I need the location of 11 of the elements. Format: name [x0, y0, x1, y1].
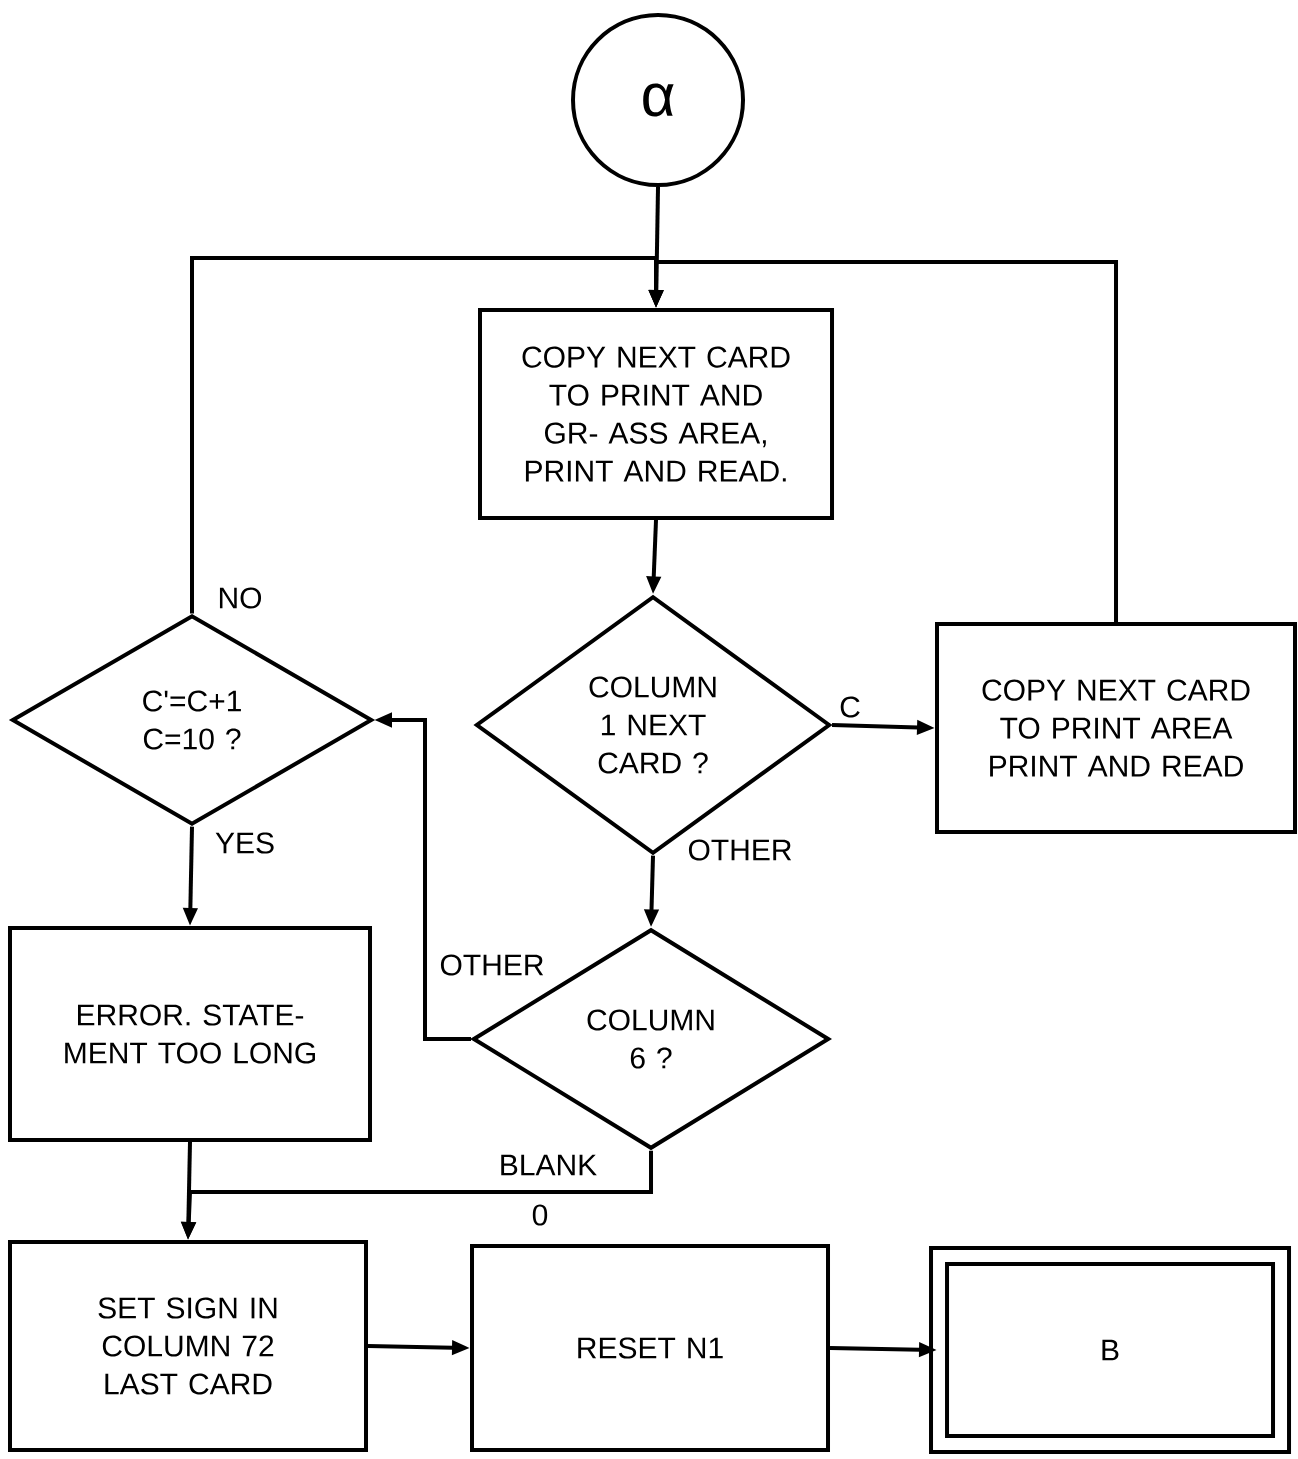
- edge-label: NO: [219, 587, 262, 609]
- edge-label: YES: [215, 832, 274, 854]
- process-box: COPY NEXT CARD TO PRINT AREA PRINT AND READ: [935, 622, 1297, 834]
- process-box: ERROR. STATE- MENT TOO LONG: [8, 926, 372, 1142]
- process-box: COPY NEXT CARD TO PRINT AND GR- ASS AREA, PRINT AND READ.: [478, 308, 834, 520]
- edge-label: C: [840, 696, 860, 718]
- edge-label: BLANK: [501, 1154, 597, 1176]
- note-label: 0: [532, 1204, 548, 1226]
- terminal-box: B: [929, 1246, 1292, 1454]
- process-box: RESET N1: [470, 1244, 830, 1452]
- process-box: SET SIGN IN COLUMN 72 LAST CARD: [8, 1240, 368, 1452]
